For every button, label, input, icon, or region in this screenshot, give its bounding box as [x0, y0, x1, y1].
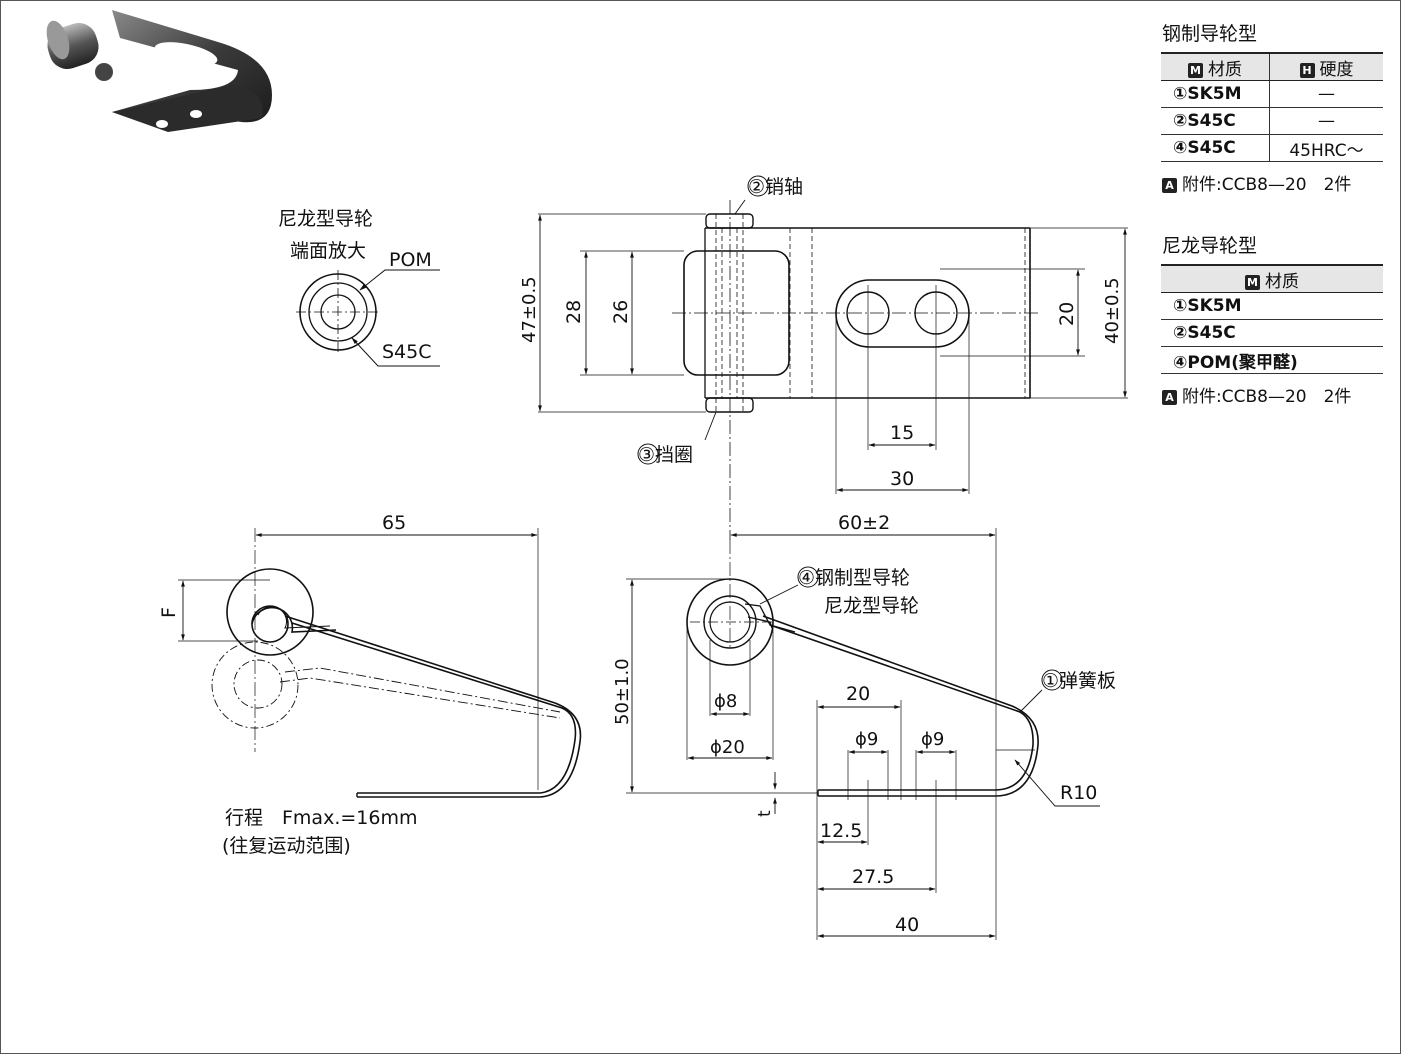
dim-phi9-b: ϕ9 — [921, 729, 944, 750]
top-view — [538, 175, 1128, 540]
table-row: ②S45C— — [1161, 107, 1383, 135]
dim-t: t — [755, 810, 775, 817]
table-row: ②S45C — [1161, 319, 1383, 347]
dim-20-mid: 20 — [846, 683, 870, 705]
dim-40-bottom: 40 — [895, 914, 919, 936]
table-row: ④POM(聚甲醛) — [1161, 346, 1383, 374]
detail-title-1: 尼龙型导轮 — [278, 208, 373, 230]
dim-20-top: 20 — [1056, 302, 1078, 326]
hardness-icon: H — [1299, 62, 1315, 78]
label-roller-2: 尼龙型导轮 — [824, 595, 919, 617]
nylon-table-title: 尼龙导轮型 — [1162, 235, 1258, 257]
dim-47: 47±0.5 — [519, 276, 540, 343]
dim-15: 15 — [890, 422, 914, 444]
table-row: ①SK5M — [1161, 292, 1383, 320]
stroke-note-2: (往复运动范围) — [222, 835, 351, 857]
dim-50: 50±1.0 — [612, 658, 633, 725]
dim-phi9-a: ϕ9 — [855, 729, 878, 750]
dim-28: 28 — [563, 300, 585, 324]
side-view-stroke — [178, 528, 582, 798]
material-icon: M — [1245, 274, 1260, 290]
label-pom: POM — [389, 249, 432, 271]
accessory-icon: A — [1162, 390, 1177, 405]
roller-detail-view — [296, 269, 440, 367]
dim-12-5: 12.5 — [820, 820, 862, 842]
label-roller-1: ④钢制型导轮 — [798, 567, 910, 589]
dim-phi20: ϕ20 — [710, 737, 745, 758]
dim-26: 26 — [610, 300, 632, 324]
dim-30: 30 — [890, 468, 914, 490]
label-spring: ①弹簧板 — [1042, 670, 1116, 692]
stroke-note-1: 行程 Fmax.=16mm — [225, 807, 417, 829]
steel-table-title: 钢制导轮型 — [1162, 23, 1258, 45]
label-s45c: S45C — [382, 341, 432, 363]
dim-65: 65 — [382, 512, 406, 534]
dim-60: 60±2 — [838, 512, 890, 534]
dim-27-5: 27.5 — [852, 866, 894, 888]
dim-40-right: 40±0.5 — [1102, 277, 1123, 344]
dim-phi8: ϕ8 — [714, 691, 737, 712]
label-pin: ②销轴 — [748, 176, 803, 198]
material-icon: M — [1188, 62, 1203, 78]
label-ring: ③挡圈 — [638, 444, 693, 466]
side-view-main — [626, 528, 1100, 940]
product-photo — [46, 10, 272, 132]
dim-f: F — [158, 607, 180, 618]
table-row: ①SK5M— — [1161, 80, 1383, 108]
accessory-icon: A — [1162, 178, 1177, 193]
dim-r10: R10 — [1060, 782, 1097, 804]
detail-title-2: 端面放大 — [290, 240, 366, 262]
